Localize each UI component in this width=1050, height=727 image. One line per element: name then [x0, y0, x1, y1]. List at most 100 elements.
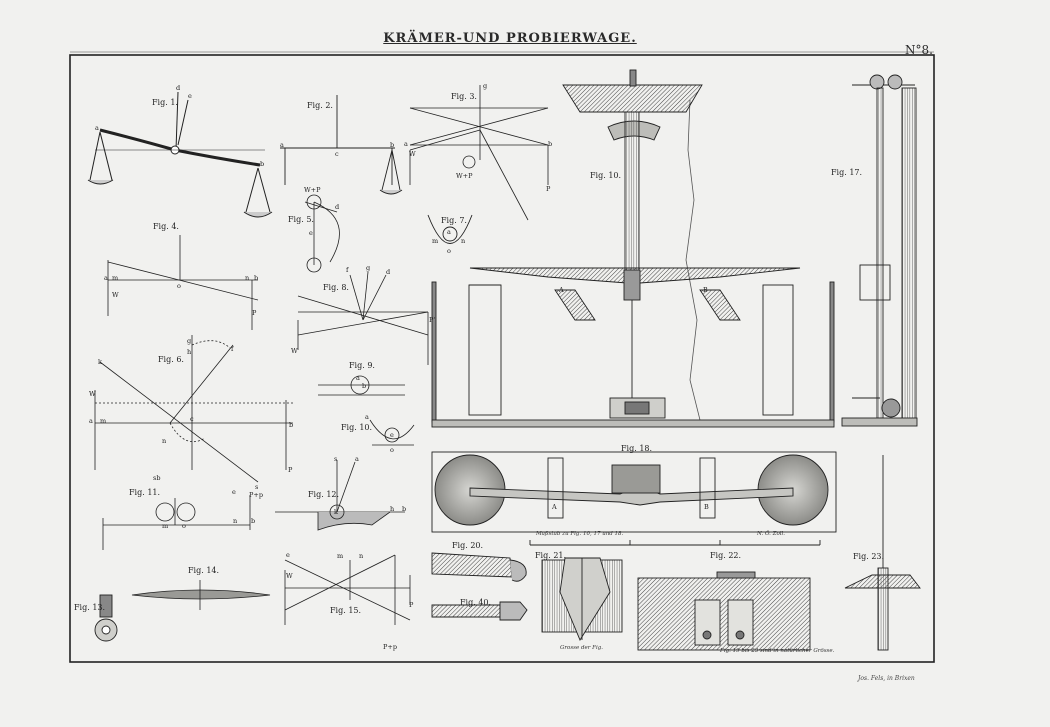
fig-18-scale-unit: N. Ö. Zoll.: [757, 531, 786, 537]
fig-8-label-w: W: [291, 347, 298, 355]
fig-1-label-e: e: [188, 92, 192, 100]
fig-4-label-b: b: [254, 274, 259, 282]
fig-7-label-n: n: [461, 237, 466, 245]
fig-18-diagram: [431, 451, 837, 546]
fig-7-label-m: m: [432, 237, 439, 245]
fig-11-label-b: b: [251, 517, 256, 525]
fig-1-label-d: d: [176, 84, 181, 92]
fig-5-label-e: e: [309, 229, 313, 237]
caption-fig-13: Fig. 13.: [74, 603, 106, 612]
fig-15-label-n: n: [359, 552, 364, 560]
fig-15-label-e: e: [286, 551, 290, 559]
caption-fig-18: Fig. 18.: [621, 444, 653, 453]
fig-11-label-o: o: [182, 522, 186, 530]
caption-fig-4: Fig. 4.: [153, 222, 179, 231]
caption-fig-2: Fig. 2.: [307, 101, 333, 110]
fig-4-label-a: a: [104, 274, 108, 282]
fig-5-label-d: d: [335, 203, 340, 211]
fig-10-label-a: a: [365, 413, 369, 421]
fig-8-label-d: d: [386, 268, 391, 276]
caption-fig-8: Fig. 8.: [323, 283, 349, 292]
fig-1-diagram: [87, 91, 273, 218]
fig-9-label-a: a: [356, 374, 360, 382]
plate-border: [69, 54, 935, 663]
caption-fig-6: Fig. 6.: [158, 355, 184, 364]
fig-2-label-a: a: [280, 141, 284, 149]
fig-14-diagram: [131, 580, 271, 610]
caption-fig-40: Fig. 40.: [460, 598, 492, 607]
caption-fig-3: Fig. 3.: [451, 92, 477, 101]
fig-22-note: Fig. 19 bis 23 sind in natürlicher Gröss…: [720, 648, 835, 654]
fig-7-label-a: a: [447, 228, 451, 236]
fig-5-diagram: [304, 194, 340, 273]
caption-fig-10: Fig. 10.: [341, 423, 373, 432]
fig-6-label-f: f: [231, 345, 234, 353]
box-a-label: A: [559, 286, 564, 294]
fig-3-label-p: P: [546, 185, 551, 193]
tear-line: [685, 99, 701, 421]
fig-3-label-w: W: [409, 150, 416, 158]
fig-4-label-m: m: [112, 274, 119, 282]
caption-fig-20: Fig. 20.: [452, 541, 484, 550]
fig-18-scale-caption: Maßstab zu Fig. 10, 17 und 18.: [536, 531, 624, 537]
caption-fig-9: Fig. 9.: [349, 361, 375, 370]
fig-15-label-m: m: [337, 552, 344, 560]
fig-12-label-k: k: [334, 508, 338, 516]
fig-6-label-w: W: [89, 390, 96, 398]
fig-6-label-p: P: [288, 466, 293, 474]
fig-10-small-diagram: [369, 419, 415, 446]
fig-12-diagram: [275, 460, 405, 531]
caption-fig-14: Fig. 14.: [188, 566, 220, 575]
fig-11-label-sb: sb: [153, 474, 161, 482]
fig-6-label-pp: P+p: [249, 491, 263, 499]
fig-11-label-e: e: [232, 488, 236, 496]
fig-6-label-k: k: [98, 358, 102, 366]
fig-12-label-h: h: [390, 505, 395, 513]
fig-15-diagram: [284, 554, 411, 625]
fig-7-label-o: o: [447, 247, 451, 255]
fig-8-diagram: [297, 271, 429, 365]
fig-15-label-p: P: [409, 601, 414, 609]
fig-12-label-a: a: [355, 455, 359, 463]
fig-2-label-b: b: [390, 141, 395, 149]
fig-8-label-p: P': [429, 316, 436, 324]
plate-number: N°8.: [905, 43, 933, 57]
fig-7-diagram: [427, 214, 473, 244]
box-b-label: B: [703, 286, 708, 294]
caption-fig-10-main: Fig. 10.: [590, 171, 622, 180]
fig-6-label-a: a: [89, 417, 93, 425]
fig-6-label-c: c: [190, 415, 194, 423]
fig-12-label-b: b: [402, 505, 407, 513]
fig-5-label-wp: W+P: [304, 186, 321, 194]
fig-3-label-wp: W+P: [456, 172, 473, 180]
fig-6-label-h: h: [187, 348, 192, 356]
fig-13-diagram: [94, 594, 118, 642]
caption-fig-22: Fig. 22.: [710, 551, 742, 560]
fig-9-label-b: b: [362, 382, 367, 390]
fig-23-diagram: [844, 455, 921, 651]
fig-4-label-w: W: [112, 291, 119, 299]
fig-20-diagram: [431, 552, 528, 621]
caption-fig-11: Fig. 11.: [129, 488, 161, 497]
fig-2-diagram: [280, 95, 403, 195]
caption-fig-15: Fig. 15.: [330, 606, 362, 615]
fig-6-label-s: s: [255, 483, 259, 491]
fig-4-label-o: o: [177, 282, 181, 290]
fig-3-label-g: g: [483, 82, 488, 90]
plate-title: KRÄMER-UND PROBIERWAGE.: [383, 31, 637, 46]
fig-22-diagram: [637, 571, 811, 651]
fig-6-label-m: m: [100, 417, 107, 425]
fig-6-diagram: [94, 335, 293, 483]
fig-15-label-pp: P+p: [383, 643, 397, 651]
fig-10-label-e: e: [390, 431, 394, 439]
fig-8-label-f: f: [346, 266, 349, 274]
fig-6-label-b: b: [289, 421, 294, 429]
fig-11-label-m: m: [162, 522, 169, 530]
fig-17-diagram: [841, 74, 918, 427]
fig-6-label-g: g: [187, 337, 192, 345]
fig-1-label-a: a: [95, 124, 99, 132]
engraver-signature: Jos. Fels, in Brixen: [858, 675, 915, 682]
fig-8-label-g: g: [366, 264, 371, 272]
caption-fig-1: Fig. 1.: [152, 98, 178, 107]
